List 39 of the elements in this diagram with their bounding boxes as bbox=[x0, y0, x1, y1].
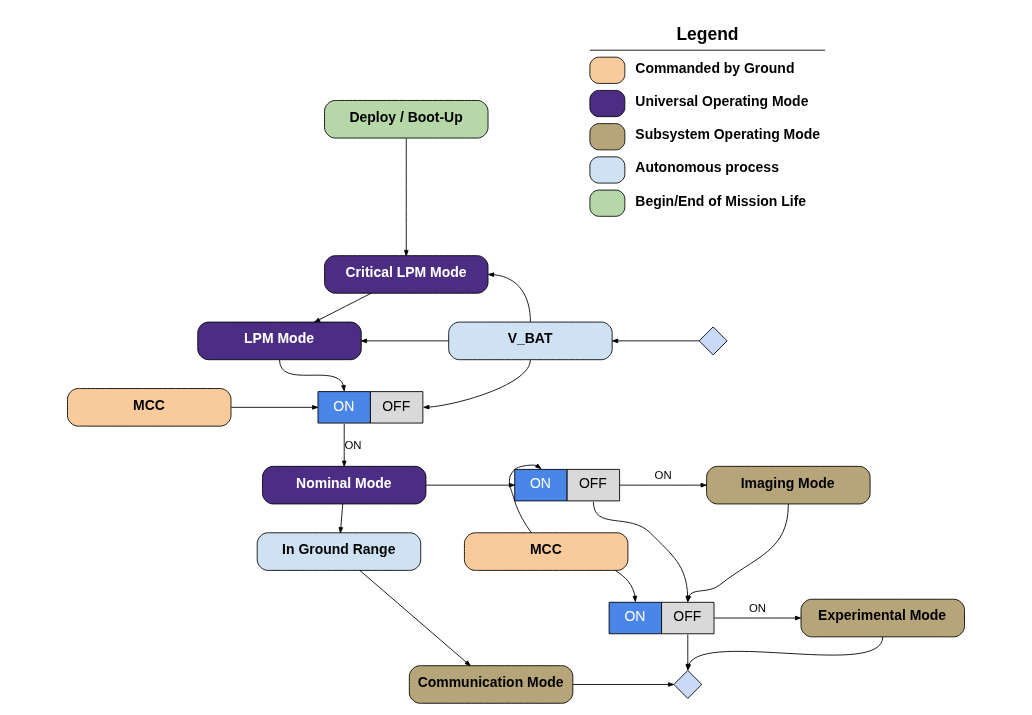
legend-label: Universal Operating Mode bbox=[635, 92, 809, 109]
arrow bbox=[423, 359, 531, 410]
node-box: Nominal Mode bbox=[262, 465, 427, 505]
node-box: V_BAT bbox=[448, 321, 613, 361]
arrow bbox=[359, 570, 471, 667]
edge-label: ON bbox=[748, 602, 767, 615]
arrow bbox=[230, 405, 319, 410]
arrow bbox=[572, 682, 675, 687]
arrow bbox=[341, 423, 347, 467]
arrow bbox=[425, 482, 515, 488]
node-box: Critical LPM Mode bbox=[324, 255, 489, 294]
node-box: Communication Mode bbox=[408, 665, 574, 704]
node-box: LPM Mode bbox=[197, 321, 362, 361]
edge-label: ON bbox=[344, 439, 362, 452]
arrow bbox=[508, 463, 542, 534]
node-box: MCC bbox=[67, 388, 232, 427]
arrow bbox=[360, 338, 449, 344]
arrow bbox=[404, 137, 409, 257]
legend-label: Commanded by Ground bbox=[635, 59, 795, 76]
legend-label: Autonomous process bbox=[635, 159, 779, 176]
node-box: Imaging Mode bbox=[706, 465, 871, 505]
node-box: In Ground Range bbox=[256, 532, 422, 571]
edge-label: ON bbox=[654, 469, 672, 482]
node-diamond bbox=[673, 670, 703, 699]
arrow bbox=[619, 482, 707, 488]
arrow bbox=[713, 615, 802, 621]
arrow bbox=[612, 338, 700, 344]
label: Legend bbox=[676, 23, 739, 44]
node-box: Deploy / Boot-Up bbox=[324, 100, 489, 139]
node-diamond bbox=[698, 326, 728, 356]
arrow bbox=[279, 359, 346, 392]
arrow bbox=[614, 570, 638, 602]
arrow bbox=[338, 503, 344, 534]
legend-label: Subsystem Operating Mode bbox=[635, 126, 821, 143]
node-box: MCC bbox=[464, 532, 629, 571]
node-box: Experimental Mode bbox=[800, 598, 965, 638]
arrow bbox=[314, 292, 372, 323]
arrow bbox=[488, 272, 531, 323]
legend-label: Begin/End of Mission Life bbox=[635, 192, 807, 209]
